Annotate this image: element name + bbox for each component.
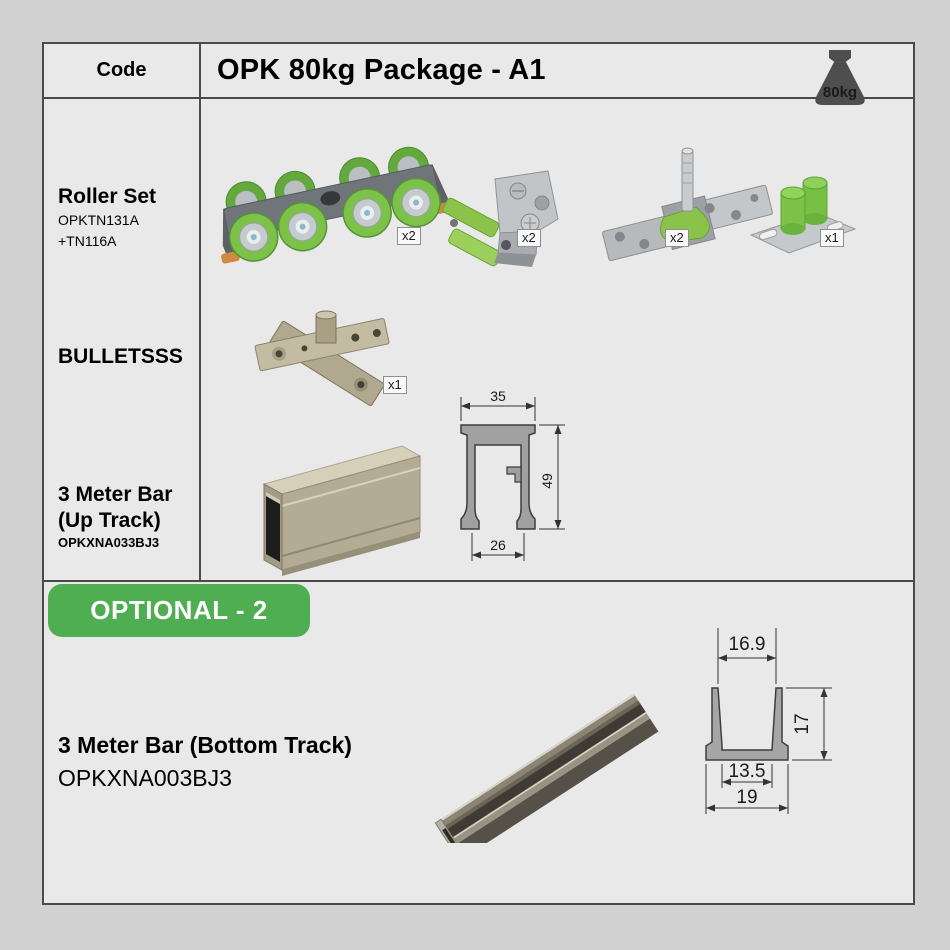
optional-banner-text: OPTIONAL - 2 [90, 595, 268, 625]
bottomtrack-dim-inner: 13.5 [729, 761, 766, 782]
uptrack-dim-top-width: 35 [490, 389, 506, 404]
pivot-hinge-photo [254, 310, 390, 407]
roller-carriage-photo [221, 146, 455, 264]
uptrack-title-1: 3 Meter Bar [58, 483, 173, 506]
bottomtrack-dim-outer: 19 [736, 787, 757, 808]
floor-guide-stopper-item: x1 [745, 171, 870, 266]
bottom-track-drawing: 16.9 17 13.5 19 [682, 610, 893, 838]
optional-banner: OPTIONAL - 2 [48, 584, 310, 637]
bottom-track-photo-item [428, 673, 662, 862]
uptrack-photo-item [252, 436, 434, 576]
weight-badge-text: 80kg [823, 84, 857, 101]
roller-carriage-item: x2 [208, 136, 458, 296]
uptrack-photo [262, 445, 422, 576]
bulletsss-title: BULLETSSS [58, 345, 183, 368]
hanger-bracket-item: x2 [440, 161, 575, 276]
roller-carriage-qty: x2 [397, 227, 421, 245]
pivot-hinge-item: x1 [240, 289, 410, 411]
hanger-bracket-photo [442, 170, 559, 267]
roller-set-label-block: Roller Set OPKTN131A +TN116A [58, 184, 156, 252]
pin-plate-qty: x2 [665, 229, 689, 247]
pivot-hinge-qty: x1 [383, 376, 407, 394]
bottom-track-title: 3 Meter Bar (Bottom Track) [58, 732, 352, 758]
code-label: Code [96, 59, 147, 81]
pin-plate-item: x2 [600, 141, 775, 266]
roller-set-code-2: +TN116A [58, 233, 117, 249]
uptrack-label-block: 3 Meter Bar (Up Track) OPKXNA033BJ3 [58, 482, 172, 552]
uptrack-dim-height: 49 [539, 473, 555, 489]
bottom-track-label-block: 3 Meter Bar (Bottom Track) OPKXNA003BJ3 [58, 728, 352, 794]
bottom-track-photo [434, 693, 659, 862]
bottomtrack-dim-top: 16.9 [729, 634, 766, 655]
package-spec-sheet: Code OPK 80kg Package - A1 80kg Roller S… [42, 42, 915, 905]
roller-set-code-1: OPKTN131A [58, 212, 139, 228]
hanger-bracket-qty: x2 [517, 229, 541, 247]
package-title: OPK 80kg Package - A1 [217, 54, 546, 86]
label-column [44, 99, 201, 580]
bottom-track-code: OPKXNA003BJ3 [58, 765, 232, 791]
uptrack-title-2: (Up Track) [58, 509, 161, 532]
optional-section: OPTIONAL - 2 3 Meter Bar (Bottom Track) … [44, 582, 913, 899]
floor-guide-stopper-qty: x1 [820, 229, 844, 247]
code-header-cell: Code [44, 44, 201, 97]
roller-set-title: Roller Set [58, 185, 157, 208]
uptrack-drawing: 35 49 26 [445, 388, 600, 571]
header-row: Code OPK 80kg Package - A1 80kg [44, 44, 913, 105]
uptrack-dim-bottom: 26 [490, 537, 506, 553]
bottomtrack-dim-height: 17 [792, 713, 813, 734]
weight-80kg-icon: 80kg [815, 50, 865, 105]
main-section: Roller Set OPKTN131A +TN116A BULLETSSS 3… [44, 99, 913, 582]
bulletsss-label-block: BULLETSSS [58, 344, 183, 370]
package-title-cell: OPK 80kg Package - A1 80kg [201, 44, 913, 105]
uptrack-code: OPKXNA033BJ3 [58, 535, 160, 550]
floor-guide-stopper-photo [749, 176, 857, 254]
